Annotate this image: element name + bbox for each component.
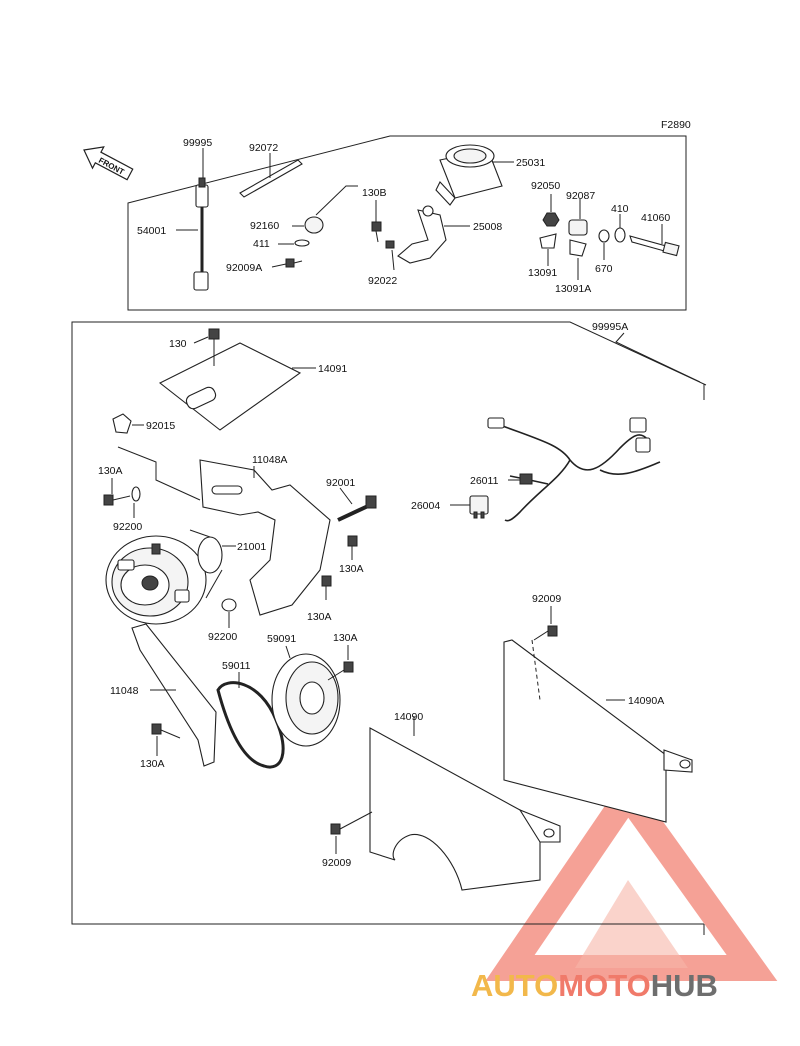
bolt-92009-2-part [330, 811, 373, 835]
label-21001: 21001 [237, 541, 266, 553]
nut-92022-part [385, 240, 395, 249]
top-panel-frame [127, 135, 687, 311]
bolt-92001-part [337, 495, 377, 522]
gear-shaft-41060-part [629, 235, 680, 257]
label-130a-5: 130A [140, 758, 165, 770]
bracket-11048a-part [199, 459, 331, 616]
label-92072: 92072 [249, 142, 278, 154]
meter-bracket-part [397, 205, 447, 264]
label-99995a: 99995A [592, 321, 628, 333]
label-92160: 92160 [250, 220, 279, 232]
label-59011: 59011 [222, 660, 251, 672]
bolt-130a-2-part [347, 535, 358, 560]
label-14091: 14091 [318, 363, 347, 375]
fitting-92087-part [568, 219, 588, 236]
washer-92200-1-part [131, 486, 141, 502]
nut-92015-part [112, 413, 132, 434]
label-26004: 26004 [411, 500, 440, 512]
label-54001: 54001 [137, 225, 166, 237]
label-14090: 14090 [394, 711, 423, 723]
label-41060: 41060 [641, 212, 670, 224]
label-130a-1: 130A [98, 465, 123, 477]
label-411: 411 [253, 238, 270, 250]
label-59091: 59091 [267, 633, 296, 645]
bolt-130a-4-part [327, 661, 354, 681]
nut-92050-part [542, 212, 560, 227]
ring-410-part [614, 227, 626, 243]
drive-belt-part [216, 681, 285, 769]
watermark-text: AUTOMOTOHUB [471, 968, 718, 1003]
label-99995: 99995 [183, 137, 212, 149]
drive-shaft-part [239, 159, 303, 198]
alternator-part [105, 529, 223, 625]
figure-code: F2890 [661, 119, 691, 131]
cover-14090-part [369, 727, 561, 891]
label-92087: 92087 [566, 190, 595, 202]
meter-part [435, 144, 503, 206]
front-arrow-icon: FRONT [83, 146, 134, 181]
label-410: 410 [611, 203, 629, 215]
cover-plate-14091-part [158, 342, 302, 431]
label-14090a: 14090A [628, 695, 664, 707]
bracket-11048-part [131, 623, 217, 767]
label-13091: 13091 [528, 267, 557, 279]
bottom-panel-frame [71, 321, 707, 925]
bolt-130a-3-part [321, 575, 332, 600]
watermark-part1: AUTO [471, 968, 558, 1003]
bolt-130-part [208, 328, 220, 366]
label-92009-1: 92009 [532, 593, 561, 605]
plate-13091-part [539, 233, 557, 249]
label-11048: 11048 [110, 685, 139, 697]
label-92009a: 92009A [226, 262, 262, 274]
label-92009-2: 92009 [322, 857, 351, 869]
wiring-harness-part [487, 417, 661, 522]
label-11048a: 11048A [252, 454, 287, 466]
speedometer-cable-part [193, 177, 209, 291]
label-130a-3: 130A [307, 611, 332, 623]
gear-part [304, 216, 324, 234]
label-130: 130 [169, 338, 187, 350]
washer-part [294, 239, 310, 247]
label-26011: 26011 [470, 475, 499, 487]
label-130a-2: 130A [339, 563, 364, 575]
label-13091a: 13091A [555, 283, 591, 295]
plate-13091a-part [569, 239, 587, 257]
label-92050: 92050 [531, 180, 560, 192]
label-25008: 25008 [473, 221, 502, 233]
ring-670-part [598, 229, 610, 243]
bolt-130b-part [371, 221, 382, 243]
watermark-part3: HUB [651, 968, 718, 1003]
label-92001: 92001 [326, 477, 355, 489]
label-92022: 92022 [368, 275, 397, 287]
label-92015: 92015 [146, 420, 175, 432]
pulley-part [271, 653, 341, 747]
label-670: 670 [595, 263, 613, 275]
washer-92200-2-part [221, 598, 237, 612]
bolt-92009-1-part [533, 625, 558, 641]
cover-14090a-part [503, 639, 693, 823]
label-130a-4: 130A [333, 632, 358, 644]
watermark-part2: MOTO [558, 968, 650, 1003]
bolt-130a-5-part [151, 723, 181, 739]
connector-26004-part [469, 495, 489, 519]
bolt-130a-1-part [103, 494, 131, 506]
label-25031: 25031 [516, 157, 545, 169]
label-92200-1: 92200 [113, 521, 142, 533]
label-92200-2: 92200 [208, 631, 237, 643]
label-130b: 130B [362, 187, 387, 199]
screw-part [285, 258, 303, 268]
